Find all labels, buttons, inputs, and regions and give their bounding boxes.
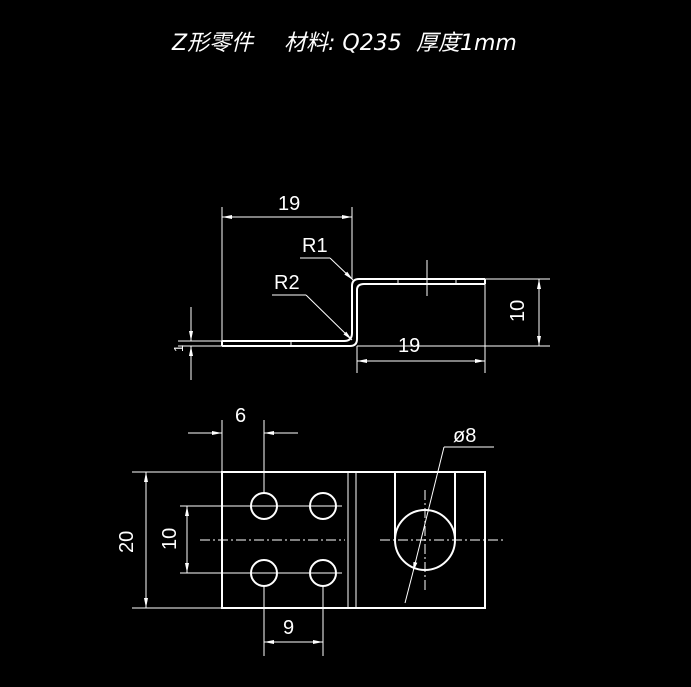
label-dia: ø8 (453, 425, 476, 447)
dim-text-10-height: 10 (507, 300, 529, 322)
title-material: 材料: Q235 (284, 31, 402, 56)
leader-dia-tail (404, 571, 414, 604)
side-view: 19 R1 R2 19 10 1 (171, 193, 550, 380)
dim-text-6: 6 (235, 405, 246, 427)
title-part-name: Z形零件 (171, 31, 255, 56)
profile-inner-line (222, 283, 485, 347)
dim-text-20: 20 (116, 531, 138, 553)
dim-text-9: 9 (283, 617, 294, 639)
top-view: 6 9 20 10 ø8 (116, 405, 505, 656)
leader-r2-arrow (305, 294, 353, 341)
dim-text-10-holes: 10 (159, 528, 181, 550)
title-thickness: 厚度1mm (416, 31, 517, 56)
dim-text-19-top: 19 (278, 193, 300, 215)
label-r2: R2 (274, 272, 300, 294)
leader-dia-arrow (412, 446, 445, 573)
dim-text-1-thickness: 1 (171, 345, 186, 352)
label-r1: R1 (302, 235, 328, 257)
leader-r1-arrow (329, 257, 354, 281)
profile-outer-line (222, 278, 485, 342)
